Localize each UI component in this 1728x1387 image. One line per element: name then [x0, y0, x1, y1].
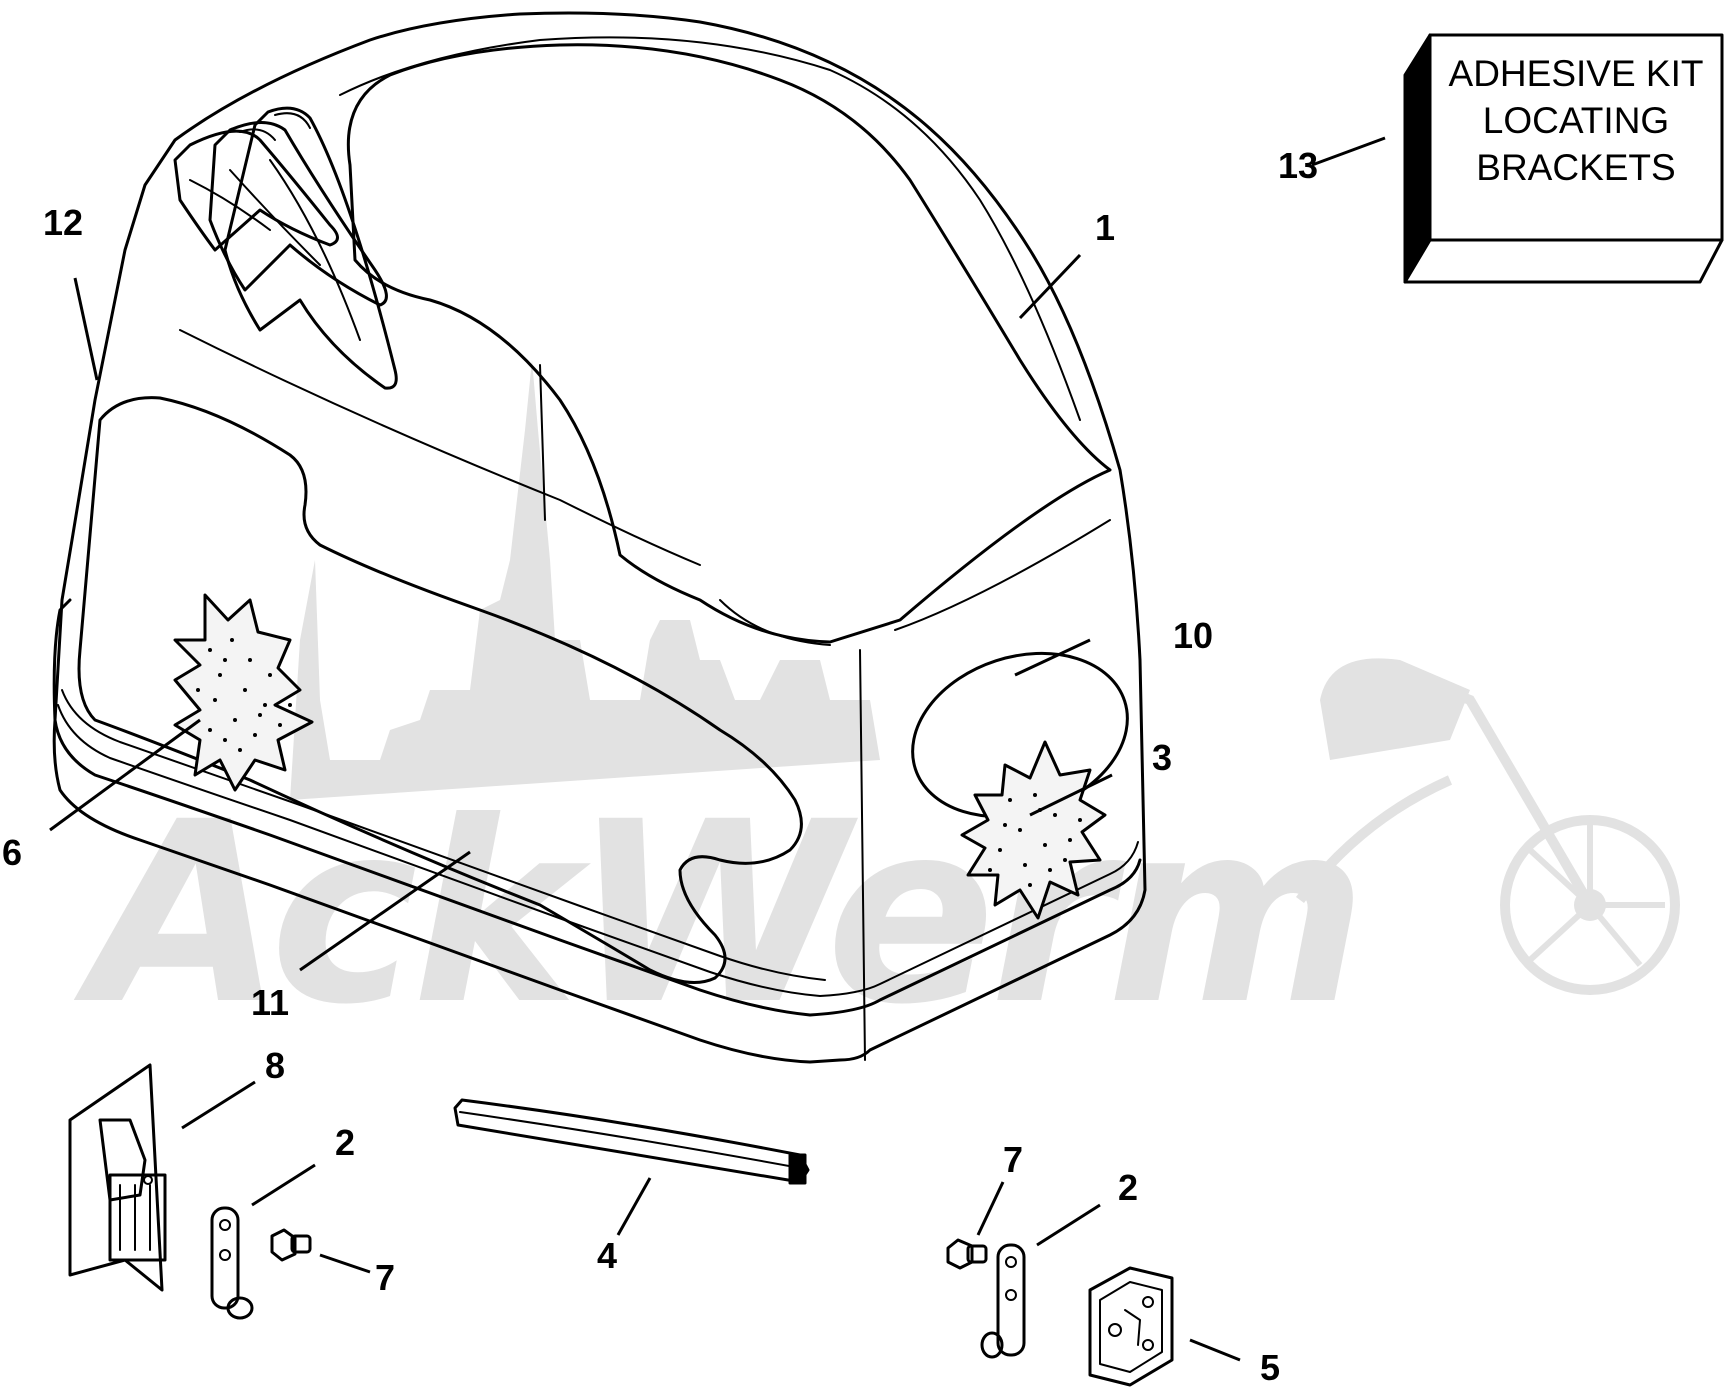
engine-cowling	[52, 11, 1147, 1064]
kit-line-1: ADHESIVE KIT	[1449, 53, 1704, 94]
callout-1: 1	[1095, 207, 1115, 248]
callout-13: 13	[1278, 145, 1318, 186]
watermark: AckWerm	[73, 360, 1680, 1059]
part-2-latch-right	[980, 1243, 1026, 1359]
part-7-bolt-left	[270, 1228, 312, 1262]
watermark-text: AckWerm	[73, 768, 1361, 1059]
leader-lines	[49, 136, 1386, 1362]
callout-2-left: 2	[335, 1122, 355, 1163]
decal-6	[173, 593, 314, 792]
cowling-bottom-rim	[53, 718, 1142, 1017]
callout-4: 4	[597, 1235, 617, 1276]
part-5-plate	[1088, 1266, 1174, 1387]
watermark-skyline	[290, 360, 880, 800]
kit-line-2: LOCATING	[1483, 100, 1669, 141]
callout-2-right: 2	[1118, 1167, 1138, 1208]
callout-7-left: 7	[375, 1257, 395, 1298]
callout-3: 3	[1152, 737, 1172, 778]
watermark-motorcycle	[1296, 658, 1680, 995]
cowling-vents	[173, 106, 398, 390]
adhesive-kit-box: ADHESIVE KIT LOCATING BRACKETS	[1403, 33, 1724, 284]
part-2-latch-left	[210, 1206, 254, 1320]
cowling-top-panel	[346, 43, 1112, 644]
kit-line-3: BRACKETS	[1476, 147, 1675, 188]
part-4-seal-strip	[453, 1098, 810, 1185]
part-7-bolt-right	[946, 1238, 988, 1270]
side-decal-recess	[77, 396, 803, 984]
callout-11: 11	[251, 982, 289, 1023]
callout-12: 12	[43, 202, 83, 243]
callout-10: 10	[1173, 615, 1213, 656]
callout-5: 5	[1260, 1347, 1280, 1387]
callouts: 1 10 3 13 12 6 11 8 2 7 4 7 2 5	[2, 145, 1318, 1387]
callout-6: 6	[2, 832, 22, 873]
cowling-outline	[52, 11, 1147, 1064]
decal-3	[960, 740, 1107, 920]
callout-7-right: 7	[1003, 1139, 1023, 1180]
part-8-bracket	[68, 1063, 167, 1292]
callout-8: 8	[265, 1045, 285, 1086]
